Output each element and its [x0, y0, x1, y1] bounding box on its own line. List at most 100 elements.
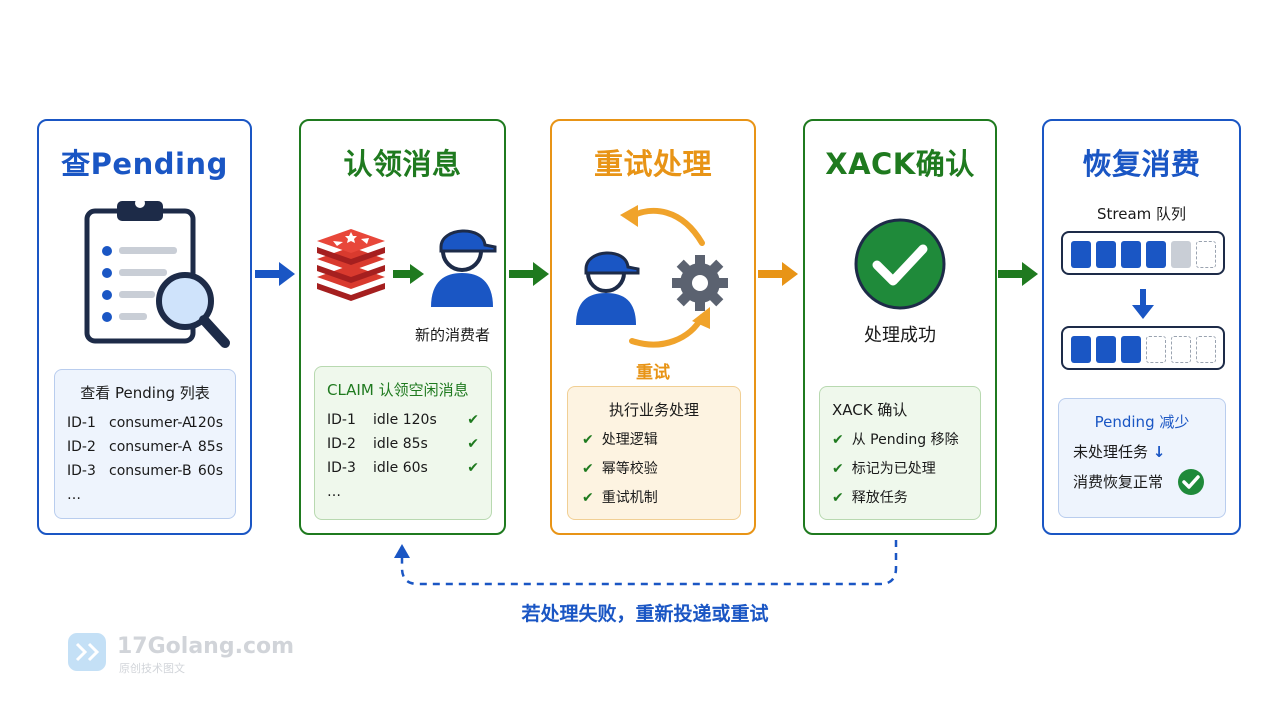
flow-arrow-icon	[758, 262, 798, 286]
check-item: ✔重试机制	[582, 486, 726, 510]
consumer-icon	[431, 229, 497, 307]
step-title: 查Pending	[61, 147, 228, 181]
message-id: ID-1	[67, 415, 96, 431]
queue-slot-full	[1096, 241, 1116, 268]
check-icon: ✔	[467, 460, 479, 476]
check-item: ✔ 标记为已处理	[832, 457, 968, 481]
check-item-label: 释放任务	[851, 490, 908, 506]
retry-loop-dashed-arrow	[394, 540, 898, 586]
flow-arrow-icon	[393, 264, 424, 284]
stream-label: Stream 队列	[1096, 205, 1187, 223]
consumer-name: consumer-B	[109, 463, 192, 479]
step-title: 恢复消费	[1082, 147, 1201, 181]
check-icon: ✔	[582, 461, 594, 477]
xack-items: ✔ 从 Pending 移除 ✔ 标记为已处理 ✔ 释放任务	[820, 428, 980, 510]
arrow-down-icon	[1132, 289, 1154, 319]
brand-subtitle: 原创技术图文	[119, 662, 185, 675]
claim-row: ID-1 idle 120s ✔	[327, 408, 479, 432]
step-title: XACK确认	[825, 147, 975, 181]
step-card-retry: 重试处理 重试 执行业务处理 ✔ 处理逻辑 ✔ 幂等校验 ✔重试机制	[550, 119, 756, 535]
check-item-label: 从 Pending 移除	[851, 432, 959, 448]
queue-slot-full	[1071, 241, 1091, 268]
step-card-recover: 恢复消费 Stream 队列 Pending 减少 未处理任务 ↓ 消费恢复正常	[1042, 119, 1241, 535]
check-item-label: 标记为已处理	[851, 461, 936, 477]
brand-name: 17Golang.com	[117, 634, 295, 659]
xack-panel-title: XACK 确认	[832, 401, 908, 419]
message-id: ID-3	[327, 460, 356, 476]
claim-panel-title: CLAIM 认领空闲消息	[327, 381, 469, 399]
check-item: ✔ 释放任务	[832, 486, 968, 510]
message-id: ID-3	[67, 463, 96, 479]
check-item: ✔ 幂等校验	[582, 457, 726, 481]
brand-logo: 17Golang.com 原创技术图文	[67, 632, 327, 676]
flow-arrow-icon	[998, 262, 1038, 286]
queue-slot-full	[1146, 241, 1166, 268]
pending-time: 85s	[197, 439, 223, 455]
business-process-title: 执行业务处理	[608, 401, 699, 419]
step-title: 重试处理	[593, 147, 712, 181]
retry-items: ✔ 处理逻辑 ✔ 幂等校验 ✔重试机制	[568, 428, 740, 510]
queue-slot-full	[1071, 336, 1091, 363]
claim-panel: CLAIM 认领空闲消息 ID-1 idle 120s ✔ ID-2 idle 85s ✔…	[314, 366, 492, 520]
retry-cycle-icon	[576, 205, 728, 348]
check-icon: ✔	[582, 432, 594, 448]
queue-slot-empty	[1171, 336, 1191, 363]
pending-reduce-panel: Pending 减少 未处理任务 ↓ 消费恢复正常	[1058, 398, 1226, 518]
business-process-panel: 执行业务处理 ✔ 处理逻辑 ✔ 幂等校验 ✔重试机制	[567, 386, 741, 520]
consumer-name: consumer-A	[109, 439, 192, 455]
queue-slot-empty	[1146, 336, 1166, 363]
idle-time: idle 85s	[373, 436, 428, 452]
step-card-xack: XACK确认 处理成功 XACK 确认 ✔ 从 Pending 移除 ✔ 标记为已处理…	[803, 119, 997, 535]
idle-time: idle 120s	[373, 412, 437, 428]
pending-time: 120s	[188, 415, 223, 431]
flow-arrow-icon	[509, 262, 549, 286]
pending-list-title: 查看 Pending 列表	[80, 384, 210, 402]
more-ellipsis: …	[67, 487, 81, 503]
check-item: ✔ 从 Pending 移除	[832, 428, 968, 452]
stream-queue-after	[1061, 326, 1225, 370]
queue-slot-full	[1121, 336, 1141, 363]
flow-arrow-icon	[255, 262, 295, 286]
queue-slot-full	[1096, 336, 1116, 363]
success-caption: 处理成功	[864, 325, 936, 346]
more-ellipsis: …	[327, 484, 341, 500]
retry-caption: 重试	[636, 363, 670, 383]
recovered-row: 消费恢复正常	[1059, 469, 1225, 495]
unprocessed-row: 未处理任务 ↓	[1059, 440, 1225, 464]
logo-icon	[68, 633, 106, 671]
redis-icon	[317, 229, 385, 301]
pending-time: 60s	[197, 463, 223, 479]
recovered-label: 消费恢复正常	[1073, 473, 1164, 491]
unprocessed-label: 未处理任务	[1073, 443, 1149, 461]
pending-row: ID-2 consumer-A 85s	[67, 435, 223, 459]
message-id: ID-1	[327, 412, 356, 428]
check-item-label: 幂等校验	[601, 461, 658, 477]
check-item-label: 重试机制	[601, 490, 658, 506]
check-item-label: 处理逻辑	[601, 432, 658, 448]
check-icon: ✔	[467, 412, 479, 428]
arrow-down-icon: ↓	[1152, 443, 1166, 461]
message-id: ID-2	[327, 436, 356, 452]
check-icon: ✔	[832, 432, 844, 448]
check-icon: ✔	[832, 461, 844, 477]
step-title: 认领消息	[343, 147, 462, 181]
check-item: ✔ 处理逻辑	[582, 428, 726, 452]
pending-reduce-title: Pending 减少	[1094, 413, 1190, 431]
check-icon: ✔	[832, 490, 844, 506]
consumer-caption: 新的消费者	[414, 326, 490, 344]
message-id: ID-2	[67, 439, 96, 455]
xack-panel: XACK 确认 ✔ 从 Pending 移除 ✔ 标记为已处理 ✔ 释放任务	[819, 386, 981, 520]
consumer-name: consumer-A	[109, 415, 192, 431]
success-check-icon	[854, 218, 946, 310]
pending-row: ID-3 consumer-B 60s	[67, 459, 223, 483]
stream-queue-before	[1061, 231, 1225, 275]
check-circle-icon	[1178, 469, 1204, 495]
feedback-label: 若处理失败，重新投递或重试	[521, 603, 769, 625]
clipboard-search-icon	[84, 198, 230, 348]
